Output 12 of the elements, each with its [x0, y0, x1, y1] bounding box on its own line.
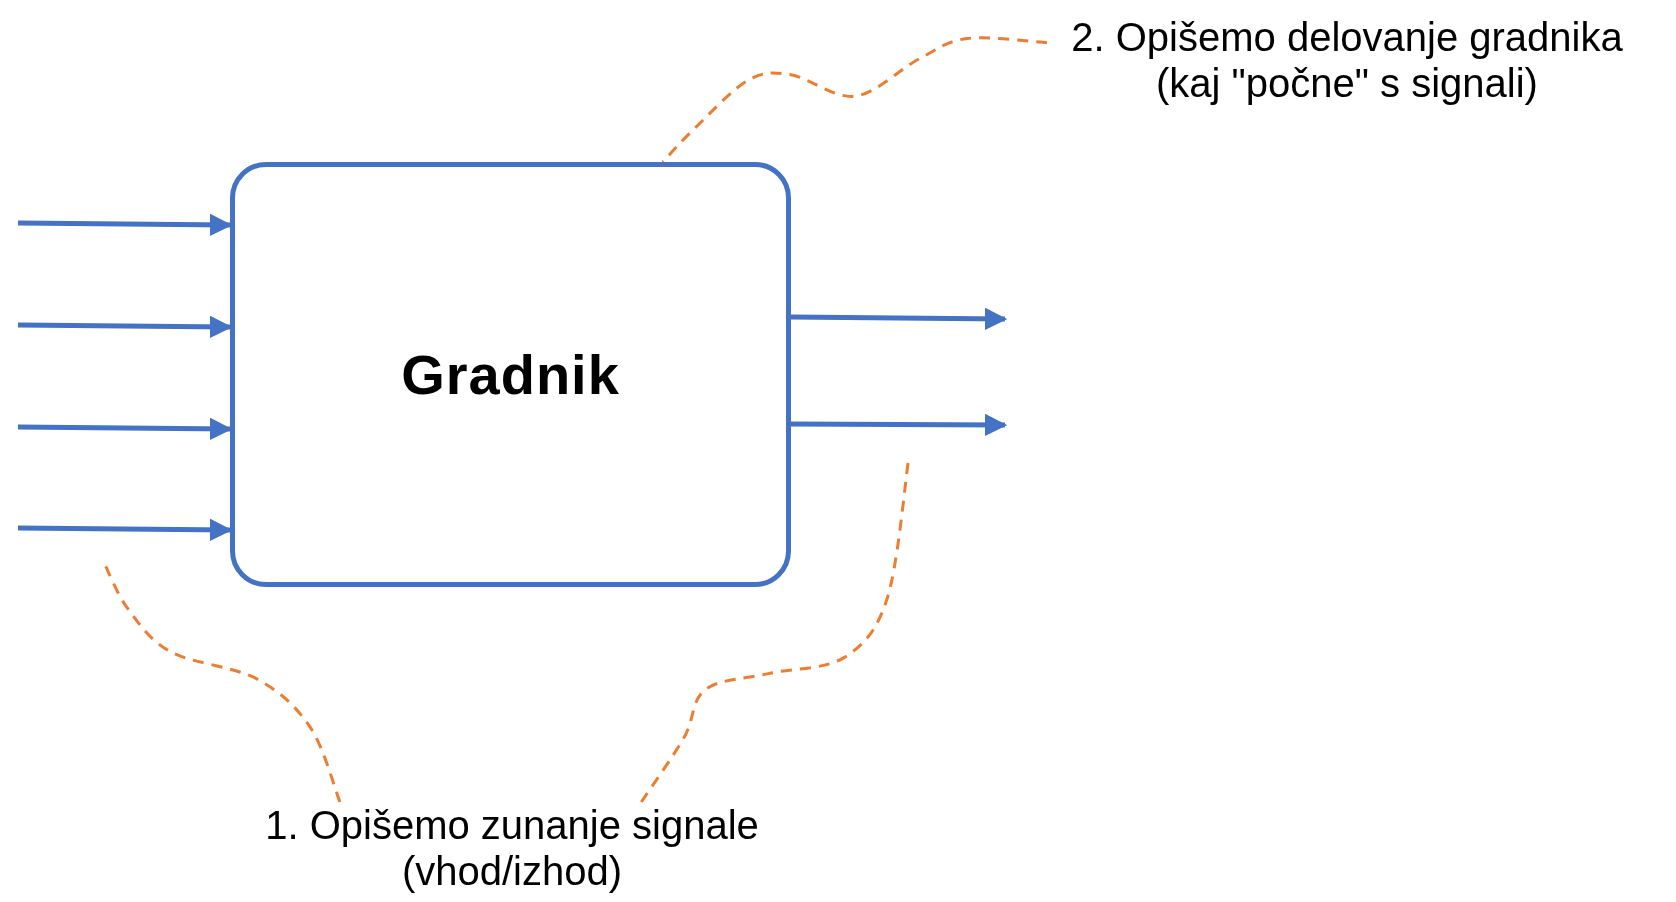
process-box: [230, 162, 791, 587]
leader-line: [661, 36, 1048, 163]
arrow: [791, 413, 1008, 437]
arrow: [17, 417, 233, 441]
note-text: 2. Opišemo delovanje gradnika (kaj "počne" s signali): [1047, 14, 1647, 106]
box-label: Gradnik: [401, 342, 620, 407]
arrow: [17, 518, 233, 542]
arrow: [17, 213, 233, 237]
arrow: [17, 315, 233, 339]
leader-line: [103, 563, 342, 803]
note-text: 1. Opišemo zunanje signale (vhod/izhod): [212, 802, 812, 894]
arrow: [790, 307, 1008, 331]
